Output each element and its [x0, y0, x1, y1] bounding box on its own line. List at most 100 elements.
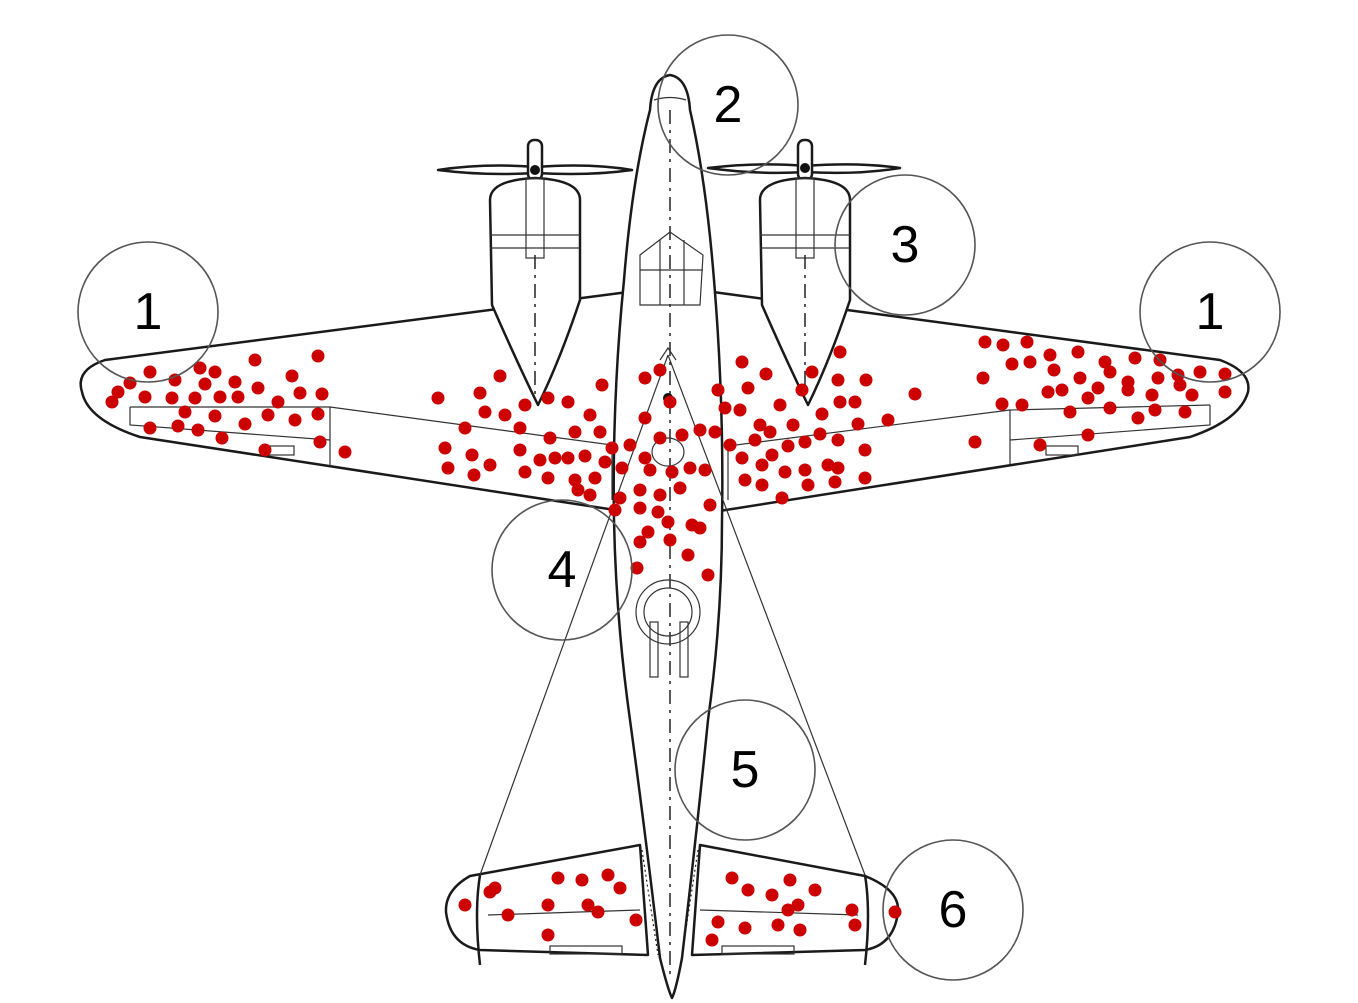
bullet-hit: [483, 458, 497, 472]
bullet-hit: [755, 478, 769, 492]
bullet-hit: [1091, 381, 1105, 395]
bullet-hit: [568, 473, 582, 487]
bullet-hit: [261, 408, 275, 422]
bullet-hit: [638, 411, 652, 425]
zone-rear-fuselage: 5: [674, 699, 816, 841]
bullet-hit: [568, 425, 582, 439]
bullet-hit: [859, 373, 873, 387]
left-engine-nacelle: [488, 176, 582, 407]
bullet-hit: [575, 873, 589, 887]
bullet-hit: [968, 435, 982, 449]
bullet-hit: [441, 461, 455, 475]
bullet-hit: [693, 521, 707, 535]
bullet-hit: [995, 397, 1009, 411]
main-wing: [79, 290, 1250, 514]
bullet-hit: [733, 403, 747, 417]
bullet-hit: [1218, 385, 1232, 399]
bullet-hit: [653, 363, 667, 377]
zone-label: 2: [714, 76, 743, 134]
bullet-hit: [578, 449, 592, 463]
bullet-hit: [795, 383, 809, 397]
zone-right-wingtip: 1: [1139, 241, 1281, 383]
bullet-hit: [831, 461, 845, 475]
bullet-hit: [561, 395, 575, 409]
bullet-hit: [798, 435, 812, 449]
bullet-hit: [663, 395, 677, 409]
bullet-hit: [1193, 365, 1207, 379]
bullet-hit: [111, 385, 125, 399]
bullet-hit: [753, 418, 767, 432]
bullet-hit: [1073, 371, 1087, 385]
bullet-hit: [638, 371, 652, 385]
bullet-hit: [458, 421, 472, 435]
bullet-hit: [996, 338, 1010, 352]
bullet-hit: [518, 465, 532, 479]
bullet-hit: [1103, 365, 1117, 379]
bullet-hit: [431, 391, 445, 405]
bullet-hit: [513, 443, 527, 457]
bullet-hit: [513, 421, 527, 435]
bullet-hit: [315, 387, 329, 401]
bullet-hit: [858, 443, 872, 457]
bullet-hit: [633, 535, 647, 549]
bullet-hit: [833, 395, 847, 409]
bullet-hit: [683, 461, 697, 475]
bullet-hit: [591, 905, 605, 919]
bullet-hit: [1151, 371, 1165, 385]
bullet-hit: [775, 491, 789, 505]
bullet-hit: [881, 413, 895, 427]
bullet-hit: [735, 355, 749, 369]
right-propeller: [706, 138, 902, 182]
bullet-hit: [1148, 403, 1162, 417]
bullet-hit: [633, 483, 647, 497]
bullet-hit: [605, 441, 619, 455]
bullet-hit: [725, 871, 739, 885]
bullet-hit: [1145, 388, 1159, 402]
bullet-hit: [311, 407, 325, 421]
bullet-hit: [798, 463, 812, 477]
bullet-hit: [653, 488, 667, 502]
bullet-hit: [533, 453, 547, 467]
zone-annotations: 1 2 3 4 5 6 1: [77, 34, 1281, 981]
bullet-hit: [718, 401, 732, 415]
bullet-hit: [438, 441, 452, 455]
bullet-hits: [105, 335, 1232, 947]
bullet-hit: [1063, 405, 1077, 419]
bullet-hit: [551, 871, 565, 885]
bullet-hit: [711, 383, 725, 397]
bullet-hit: [623, 438, 637, 452]
bullet-hit: [888, 905, 902, 919]
zone-label: 1: [134, 283, 163, 341]
bullet-hit: [738, 921, 752, 935]
bullet-hit: [598, 455, 612, 469]
bullet-hit: [759, 367, 773, 381]
bullet-hit: [755, 458, 769, 472]
bullet-hit: [845, 903, 859, 917]
bullet-hit: [138, 390, 152, 404]
bullet-hit: [613, 881, 627, 895]
bullet-hit: [783, 873, 797, 887]
bullet-hit: [681, 548, 695, 562]
bullet-hit: [698, 463, 712, 477]
bullet-hit: [583, 488, 597, 502]
bullet-hit: [238, 417, 252, 431]
bullet-hit: [1173, 378, 1187, 392]
bullet-hit: [663, 533, 677, 547]
bullet-hit: [178, 405, 192, 419]
bullet-hit: [588, 471, 602, 485]
bullet-hit: [805, 365, 819, 379]
bullet-hit: [191, 423, 205, 437]
bullet-hit: [808, 883, 822, 897]
bullet-hit: [1033, 438, 1047, 452]
bullet-hit: [313, 435, 327, 449]
bullet-hit: [813, 427, 827, 441]
bullet-hit: [248, 353, 262, 367]
bullet-hit: [613, 491, 627, 505]
bullet-hit: [765, 888, 779, 902]
bullet-hit: [1020, 335, 1034, 349]
bullet-hit: [488, 881, 502, 895]
bullet-hit: [653, 431, 667, 445]
bullet-hit: [615, 461, 629, 475]
bullet-hit: [1005, 357, 1019, 371]
bullet-hit: [673, 481, 687, 495]
